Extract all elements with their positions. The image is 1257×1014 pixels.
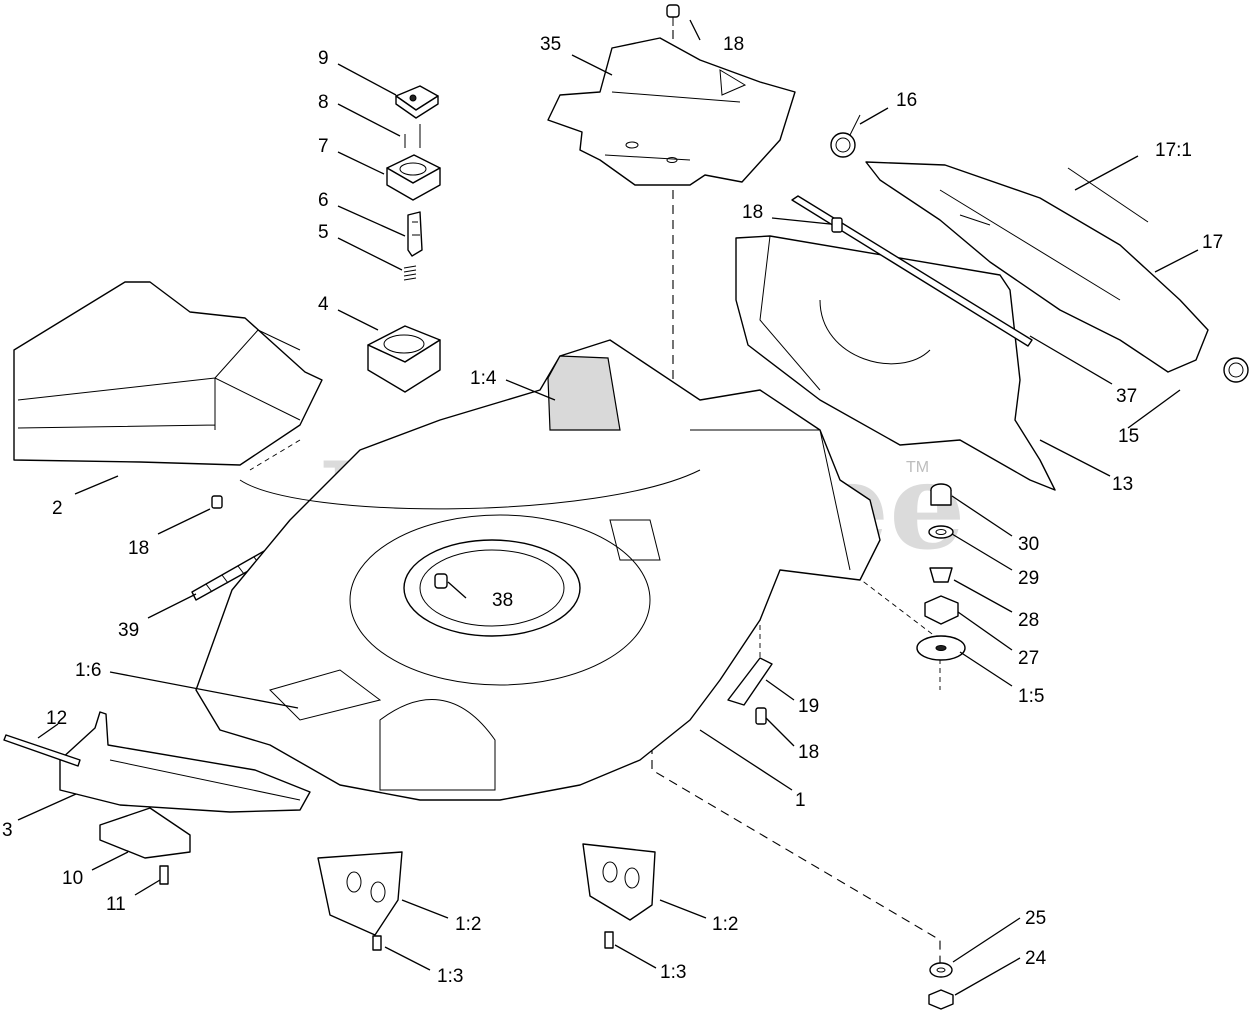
callout-27: 27	[1018, 648, 1039, 669]
callout-7: 7	[318, 136, 329, 157]
part-38-screw	[434, 573, 448, 589]
callout-10: 10	[62, 868, 83, 889]
callout-12: 12	[46, 708, 67, 729]
part-12-rod	[3, 734, 81, 767]
part-17-handle	[865, 161, 1209, 373]
callout-18-chute: 18	[742, 202, 763, 223]
callout-25: 25	[1025, 908, 1046, 929]
part-18-screw-left	[211, 495, 223, 509]
part-1-2-cover-left	[317, 851, 403, 936]
callout-35: 35	[540, 34, 561, 55]
part-2-rear-cover	[13, 281, 323, 466]
part-16-spring	[830, 114, 861, 158]
callout-30: 30	[1018, 534, 1039, 555]
callout-18-bottom: 18	[798, 742, 819, 763]
part-18-screw-top	[666, 4, 680, 26]
part-4-knob-base	[367, 325, 441, 393]
callout-1-4: 1:4	[470, 368, 497, 389]
callout-19: 19	[798, 696, 819, 717]
callout-37: 37	[1116, 386, 1137, 407]
part-11-screw	[159, 865, 169, 885]
callout-38: 38	[492, 590, 513, 611]
callout-6: 6	[318, 190, 329, 211]
callout-1-2-right: 1:2	[712, 914, 738, 935]
callout-labels: 18 35 9 8 7 6 5 4 1:4 2 18 39 38 1:6 12 …	[2, 34, 1223, 987]
part-6-plunger	[407, 211, 423, 257]
callout-1-6: 1:6	[75, 660, 101, 681]
callout-1-3-right: 1:3	[660, 962, 686, 983]
part-30-valve	[930, 483, 952, 506]
part-5-spring	[403, 265, 417, 281]
part-8-pin	[404, 124, 421, 148]
part-24-nut	[928, 989, 954, 1010]
part-29-washer	[928, 525, 954, 539]
part-27-nut	[924, 595, 959, 625]
callout-18-left: 18	[128, 538, 149, 559]
callout-17: 17	[1202, 232, 1223, 253]
part-1-3-screw-right	[604, 931, 614, 949]
part-37-rod	[791, 195, 1033, 347]
part-9-cap	[395, 85, 439, 119]
callout-5: 5	[318, 222, 329, 243]
part-1-2-cover-right	[582, 843, 656, 921]
callout-2: 2	[52, 498, 63, 519]
callout-1-3-left: 1:3	[437, 966, 463, 987]
part-10-latch	[99, 807, 191, 859]
part-13-bag-chute	[735, 235, 1056, 491]
part-25-washer	[929, 962, 953, 978]
callout-8: 8	[318, 92, 329, 113]
callout-1-2-left: 1:2	[455, 914, 481, 935]
callout-16: 16	[896, 90, 917, 111]
callout-18-top: 18	[723, 34, 744, 55]
part-17-1-pin	[1067, 167, 1149, 223]
part-19-bracket	[727, 657, 773, 706]
part-1-3-screw-left	[372, 935, 382, 951]
callout-3: 3	[2, 820, 13, 841]
part-7-collar	[386, 154, 441, 201]
part-18-screw-chute	[831, 217, 843, 233]
callout-39: 39	[118, 620, 139, 641]
watermark-tm: TM	[906, 459, 929, 476]
callout-29: 29	[1018, 568, 1039, 589]
part-3-rear-flap	[59, 711, 311, 813]
callout-9: 9	[318, 48, 329, 69]
part-1-deck-housing	[195, 339, 881, 801]
callout-17-1: 17:1	[1155, 140, 1192, 161]
part-1-5-cap	[916, 635, 966, 661]
part-15-spring	[1223, 357, 1249, 383]
callout-15: 15	[1118, 426, 1139, 447]
callout-4: 4	[318, 294, 329, 315]
part-28-fitting	[929, 567, 953, 583]
callout-1-5: 1:5	[1018, 686, 1044, 707]
callout-1: 1	[795, 790, 806, 811]
callout-11: 11	[106, 894, 126, 915]
leader-lines	[17, 19, 1199, 996]
part-18-screw-bottom	[755, 707, 767, 725]
callout-28: 28	[1018, 610, 1039, 631]
part-35-deflector-plate	[547, 37, 796, 186]
callout-24: 24	[1025, 948, 1047, 969]
callout-13: 13	[1112, 474, 1133, 495]
